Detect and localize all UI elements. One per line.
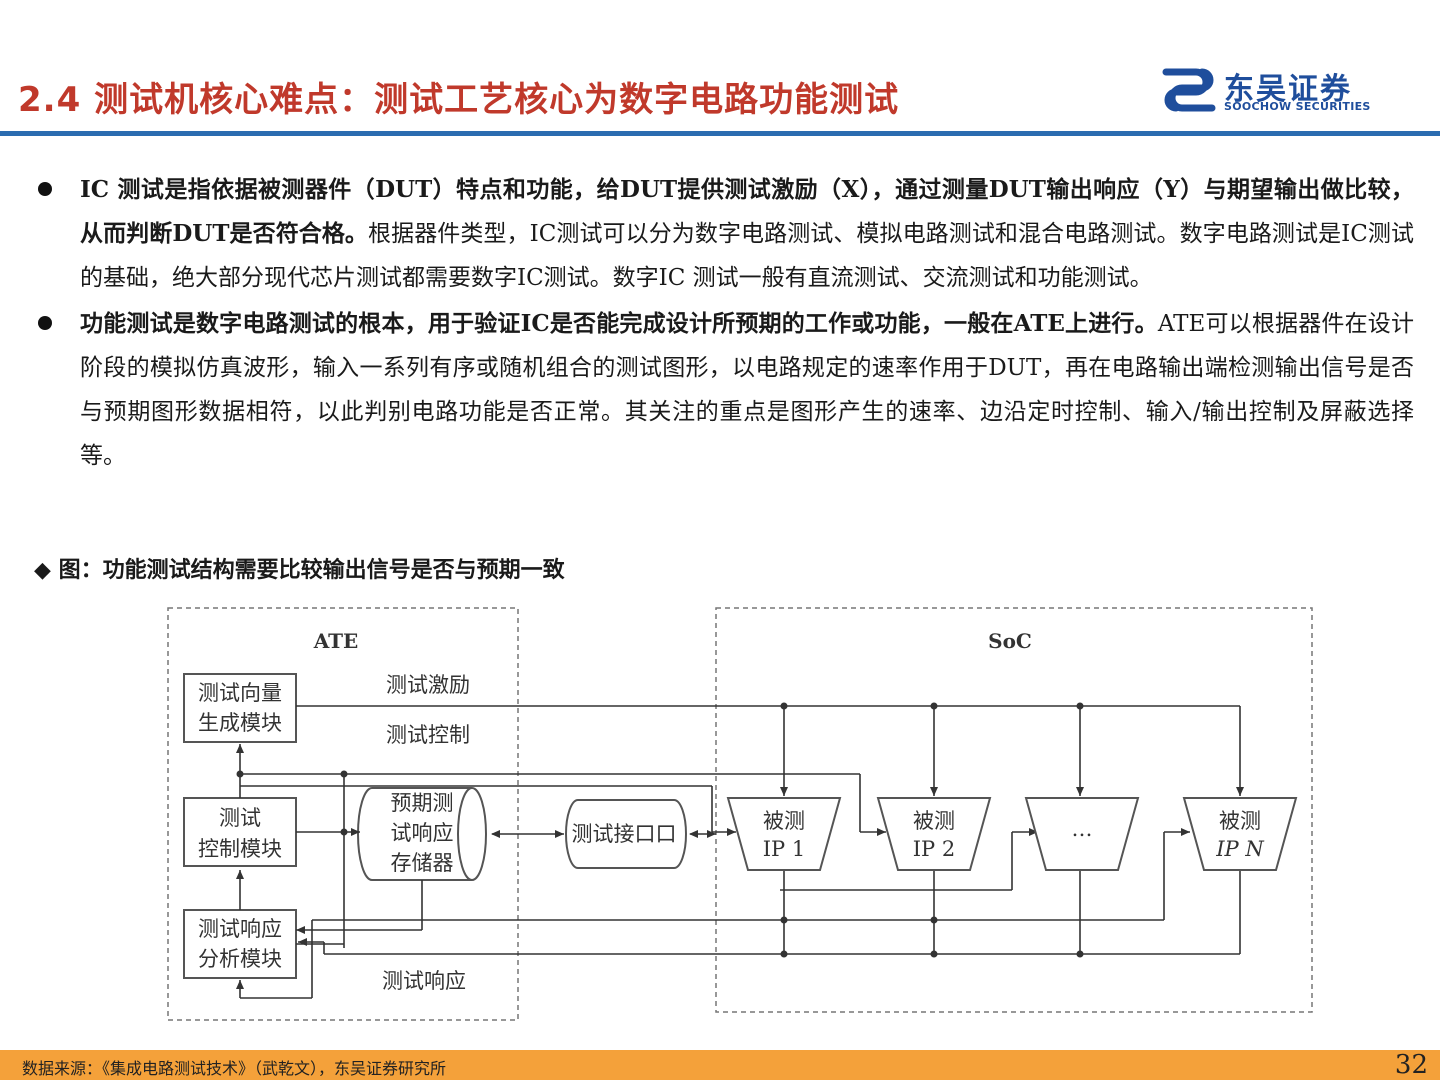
storage-edge bbox=[457, 787, 473, 881]
bullet-bold-text: IC 测试是指依据被测器件（DUT）特点和功能，给DUT提供测试激励（X），通过… bbox=[80, 176, 1414, 247]
ip-1-label-top: 被测 bbox=[763, 809, 805, 833]
response-analysis-label-2: 分析模块 bbox=[198, 947, 282, 971]
response-analysis-label-1: 测试响应 bbox=[198, 917, 282, 941]
expected-storage-label-3: 存储器 bbox=[391, 851, 454, 875]
bullet-paragraph: IC 测试是指依据被测器件（DUT）特点和功能，给DUT提供测试激励（X），通过… bbox=[80, 168, 1414, 300]
soc-label: SoC bbox=[988, 629, 1032, 653]
soochow-logo-icon bbox=[1162, 68, 1216, 112]
ip-block-n: 被测 IP N bbox=[1182, 797, 1298, 871]
test-interface-shape bbox=[565, 799, 687, 869]
ip-n-label-top: 被测 bbox=[1219, 809, 1261, 833]
data-source: 数据来源：《集成电路测试技术》（武乾文），东吴证券研究所 bbox=[22, 1059, 447, 1078]
header-divider bbox=[0, 131, 1440, 136]
vector-generation-label-2: 生成模块 bbox=[198, 711, 282, 735]
ip-1-label-bottom: IP 1 bbox=[763, 837, 805, 861]
bullet-item-1: IC 测试是指依据被测器件（DUT）特点和功能，给DUT提供测试激励（X），通过… bbox=[34, 168, 1414, 300]
ate-label: ATE bbox=[313, 629, 359, 653]
bullet-list: IC 测试是指依据被测器件（DUT）特点和功能，给DUT提供测试激励（X），通过… bbox=[34, 168, 1414, 480]
bullet-body-text: 根据器件类型，IC测试可以分为数字电路测试、模拟电路测试和混合电路测试。数字电路… bbox=[80, 221, 1414, 291]
ip-2-label-top: 被测 bbox=[913, 809, 955, 833]
logo-chinese-name: 东吴证券 bbox=[1224, 72, 1352, 107]
figure-caption: ◆ 图：功能测试结构需要比较输出信号是否与预期一致 bbox=[34, 558, 565, 583]
test-interface-label: 测试接口口 bbox=[572, 822, 677, 846]
ip-block-2: 被测 IP 2 bbox=[876, 797, 992, 871]
page-number: 32 bbox=[1394, 1050, 1428, 1080]
ip-block-ellipsis: … bbox=[1024, 797, 1140, 871]
ip-2-label-bottom: IP 2 bbox=[913, 837, 955, 861]
bullet-item-2: 功能测试是数字电路测试的根本，用于验证IC是否能完成设计所预期的工作或功能，一般… bbox=[34, 302, 1414, 478]
test-control-label-2: 控制模块 bbox=[198, 837, 282, 861]
footer-bar: 数据来源：《集成电路测试技术》（武乾文），东吴证券研究所 32 bbox=[0, 1050, 1440, 1080]
expected-storage-label-2: 试响应 bbox=[391, 821, 454, 845]
bullet-body-text: ATE可以根据器件在设计阶段的模拟仿真波形，输入一系列有序或随机组合的测试图形，… bbox=[80, 311, 1414, 469]
ip-block-1: 被测 IP 1 bbox=[726, 797, 842, 871]
test-control-label-1: 测试 bbox=[219, 806, 261, 830]
vector-generation-label-1: 测试向量 bbox=[198, 681, 282, 705]
page-title: 2.4 测试机核心难点：测试工艺核心为数字电路功能测试 bbox=[18, 80, 900, 120]
bullet-bold-text: 功能测试是数字电路测试的根本，用于验证IC是否能完成设计所预期的工作或功能，一般… bbox=[80, 310, 1158, 337]
stimulus-label: 测试激励 bbox=[386, 673, 470, 697]
ip-ellipsis-label: … bbox=[1072, 817, 1093, 841]
response-label: 测试响应 bbox=[382, 969, 466, 993]
brand-logo: 东吴证券 SOOCHOW SECURITIES bbox=[1160, 66, 1380, 116]
test-control-block bbox=[183, 797, 297, 867]
bullet-dot-icon bbox=[38, 316, 52, 330]
expected-storage-label-1: 预期测 bbox=[391, 791, 454, 815]
logo-english-name: SOOCHOW SECURITIES bbox=[1224, 100, 1371, 113]
soc-boundary bbox=[715, 607, 1313, 1013]
control-label: 测试控制 bbox=[386, 723, 470, 747]
bullet-dot-icon bbox=[38, 182, 52, 196]
junction-dots bbox=[236, 702, 1084, 958]
bullet-paragraph: 功能测试是数字电路测试的根本，用于验证IC是否能完成设计所预期的工作或功能，一般… bbox=[80, 302, 1414, 478]
ate-boundary bbox=[167, 607, 519, 1021]
ip-n-label-bottom: IP N bbox=[1215, 837, 1264, 861]
vector-generation-block bbox=[183, 673, 297, 743]
